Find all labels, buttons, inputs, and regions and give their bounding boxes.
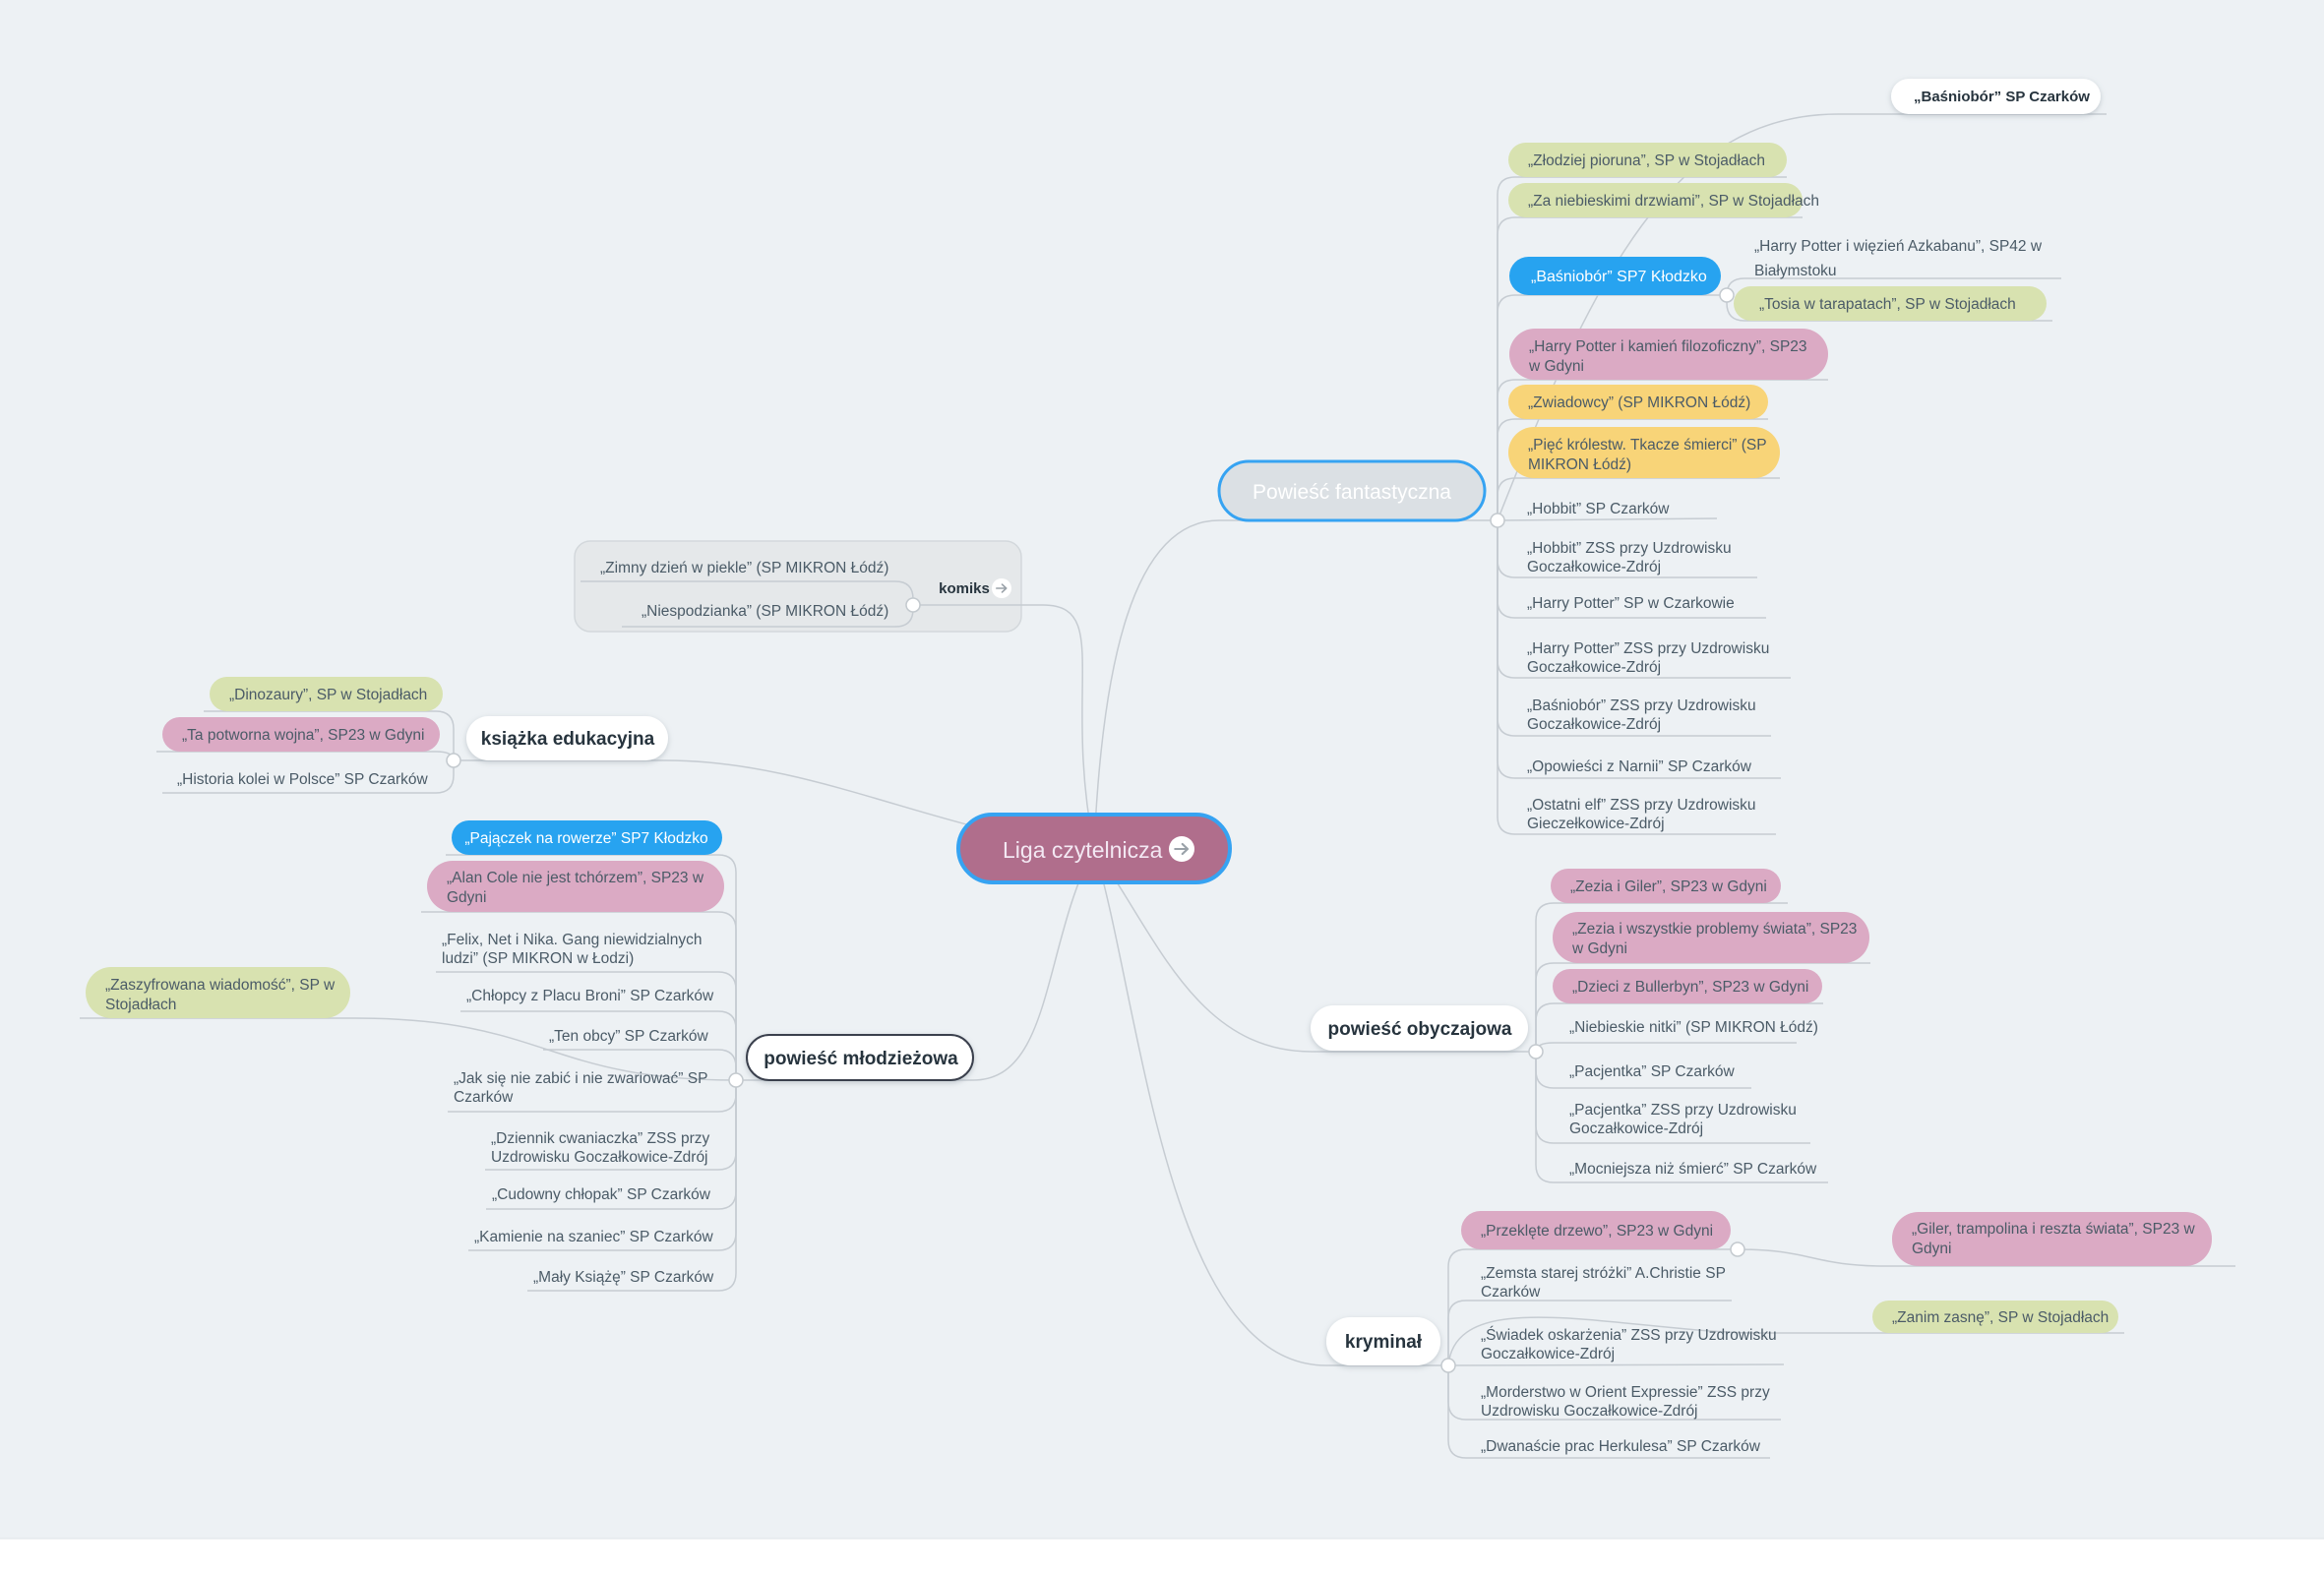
svg-text:Goczałkowice-Zdrój: Goczałkowice-Zdrój <box>1527 716 1661 733</box>
svg-text:„Felix, Net i Nika. Gang niewi: „Felix, Net i Nika. Gang niewidzialnych <box>442 932 702 948</box>
svg-text:„Harry Potter” SP w Czarkowie: „Harry Potter” SP w Czarkowie <box>1527 595 1735 612</box>
svg-text:Gieczełkowice-Zdrój: Gieczełkowice-Zdrój <box>1527 816 1665 832</box>
svg-text:w Gdyni: w Gdyni <box>1528 358 1584 375</box>
svg-text:„Zimny dzień w piekle” (SP MIK: „Zimny dzień w piekle” (SP MIKRON Łódź) <box>600 560 888 576</box>
svg-text:ludzi” (SP MIKRON w Łodzi): ludzi” (SP MIKRON w Łodzi) <box>442 950 634 967</box>
svg-text:„Jak się nie zabić i nie zwari: „Jak się nie zabić i nie zwariować” SP <box>454 1070 707 1087</box>
svg-text:MIKRON Łódź): MIKRON Łódź) <box>1528 456 1631 473</box>
svg-text:Stojadłach: Stojadłach <box>105 997 176 1013</box>
svg-text:książka edukacyjna: książka edukacyjna <box>481 729 655 750</box>
svg-text:„Harry Potter” ZSS przy Uzdrow: „Harry Potter” ZSS przy Uzdrowisku <box>1527 640 1769 657</box>
svg-text:Liga czytelnicza: Liga czytelnicza <box>1003 837 1163 863</box>
svg-text:„Świadek oskarżenia” ZSS przy: „Świadek oskarżenia” ZSS przy Uzdrowisku <box>1481 1326 1777 1344</box>
svg-text:powieść młodzieżowa: powieść młodzieżowa <box>764 1049 958 1069</box>
svg-text:„Zezia i wszystkie problemy św: „Zezia i wszystkie problemy świata”, SP2… <box>1572 921 1857 938</box>
svg-text:Czarków: Czarków <box>1481 1284 1541 1301</box>
svg-text:„Baśniobór” SP Czarków: „Baśniobór” SP Czarków <box>1914 89 2090 105</box>
svg-text:Goczałkowice-Zdrój: Goczałkowice-Zdrój <box>1481 1346 1615 1362</box>
svg-text:„Za niebieskimi drzwiami”, SP: „Za niebieskimi drzwiami”, SP w Stojadła… <box>1528 193 1819 210</box>
svg-text:„Dzieci z Bullerbyn”, SP23 w G: „Dzieci z Bullerbyn”, SP23 w Gdyni <box>1572 979 1808 996</box>
svg-text:„Ta potworna wojna”, SP23 w Gd: „Ta potworna wojna”, SP23 w Gdyni <box>182 727 424 744</box>
svg-text:„Zezia i Giler”, SP23 w Gdyni: „Zezia i Giler”, SP23 w Gdyni <box>1570 878 1767 895</box>
svg-text:„Pięć królestw. Tkacze śmierci: „Pięć królestw. Tkacze śmierci” (SP <box>1528 437 1767 454</box>
svg-text:„Pacjentka” SP Czarków: „Pacjentka” SP Czarków <box>1569 1063 1735 1080</box>
svg-text:„Pacjentka” ZSS przy Uzdrowisk: „Pacjentka” ZSS przy Uzdrowisku <box>1569 1102 1797 1119</box>
svg-text:Białymstoku: Białymstoku <box>1754 263 1837 279</box>
svg-text:„Historia kolei w Polsce” SP C: „Historia kolei w Polsce” SP Czarków <box>177 771 428 788</box>
svg-text:„Giler, trampolina i reszta św: „Giler, trampolina i reszta świata”, SP2… <box>1912 1221 2196 1238</box>
svg-text:Goczałkowice-Zdrój: Goczałkowice-Zdrój <box>1569 1120 1703 1137</box>
svg-text:Czarków: Czarków <box>454 1089 514 1106</box>
svg-text:„Harry Potter i więzień Azkaba: „Harry Potter i więzień Azkabanu”, SP42 … <box>1754 238 2043 255</box>
svg-text:w Gdyni: w Gdyni <box>1571 940 1627 957</box>
svg-text:„Cudowny chłopak” SP Czarków: „Cudowny chłopak” SP Czarków <box>492 1186 711 1203</box>
svg-text:Powieść fantastyczna: Powieść fantastyczna <box>1253 481 1451 504</box>
svg-text:„Zanim zasnę”, SP w Stojadłach: „Zanim zasnę”, SP w Stojadłach <box>1892 1309 2109 1326</box>
svg-text:Gdyni: Gdyni <box>1912 1241 1952 1257</box>
svg-text:„Kamienie na szaniec” SP Czark: „Kamienie na szaniec” SP Czarków <box>474 1229 713 1245</box>
svg-text:„Złodziej pioruna”, SP w Stoja: „Złodziej pioruna”, SP w Stojadłach <box>1528 152 1765 169</box>
svg-text:komiks: komiks <box>939 580 990 597</box>
svg-text:„Mały Książę” SP Czarków: „Mały Książę” SP Czarków <box>533 1269 714 1286</box>
svg-text:Goczałkowice-Zdrój: Goczałkowice-Zdrój <box>1527 559 1661 575</box>
svg-text:„Ten obcy” SP Czarków: „Ten obcy” SP Czarków <box>549 1028 708 1045</box>
svg-text:„Niespodzianka” (SP MIKRON Łód: „Niespodzianka” (SP MIKRON Łódź) <box>642 603 888 620</box>
svg-text:„Harry Potter i kamień filozof: „Harry Potter i kamień filozoficzny”, SP… <box>1529 338 1807 355</box>
svg-text:„Dinozaury”, SP w Stojadłach: „Dinozaury”, SP w Stojadłach <box>229 687 427 703</box>
svg-text:„Niebieskie nitki” (SP MIKRON: „Niebieskie nitki” (SP MIKRON Łódź) <box>1569 1019 1818 1036</box>
svg-text:„Dziennik cwaniaczka” ZSS przy: „Dziennik cwaniaczka” ZSS przy <box>491 1130 709 1147</box>
svg-text:„Mocniejsza niż śmierć” SP Cza: „Mocniejsza niż śmierć” SP Czarków <box>1569 1161 1817 1178</box>
svg-text:„Tosia w tarapatach”, SP w Sto: „Tosia w tarapatach”, SP w Stojadłach <box>1759 296 2016 313</box>
svg-text:kryminał: kryminał <box>1345 1332 1423 1353</box>
svg-text:„Ostatni elf” ZSS przy Uzdrowi: „Ostatni elf” ZSS przy Uzdrowisku <box>1527 797 1756 814</box>
svg-text:„Zaszyfrowana wiadomość”, SP w: „Zaszyfrowana wiadomość”, SP w <box>105 977 336 994</box>
svg-text:„Przeklęte drzewo”, SP23 w Gdy: „Przeklęte drzewo”, SP23 w Gdyni <box>1481 1223 1713 1240</box>
svg-text:Uzdrowisku Goczałkowice-Zdrój: Uzdrowisku Goczałkowice-Zdrój <box>1481 1403 1698 1420</box>
svg-text:„Zemsta starej stróżki” A.Chri: „Zemsta starej stróżki” A.Christie SP <box>1481 1265 1726 1282</box>
svg-text:„Hobbit” SP Czarków: „Hobbit” SP Czarków <box>1527 501 1670 517</box>
svg-text:powieść obyczajowa: powieść obyczajowa <box>1328 1019 1512 1040</box>
svg-text:Gdyni: Gdyni <box>447 889 487 906</box>
svg-text:„Alan Cole nie jest tchórzem”,: „Alan Cole nie jest tchórzem”, SP23 w <box>447 870 704 886</box>
svg-text:„Baśniobór” SP7 Kłodzko: „Baśniobór” SP7 Kłodzko <box>1531 269 1707 285</box>
svg-text:„Morderstwo w Orient Expressie: „Morderstwo w Orient Expressie” ZSS przy <box>1481 1384 1770 1401</box>
svg-text:Uzdrowisku Goczałkowice-Zdrój: Uzdrowisku Goczałkowice-Zdrój <box>491 1149 708 1166</box>
svg-text:„Baśniobór” ZSS przy Uzdrowisk: „Baśniobór” ZSS przy Uzdrowisku <box>1527 697 1756 714</box>
svg-text:„Hobbit” ZSS przy Uzdrowisku: „Hobbit” ZSS przy Uzdrowisku <box>1527 540 1732 557</box>
svg-text:„Opowieści z Narnii” SP Czarkó: „Opowieści z Narnii” SP Czarków <box>1527 758 1752 775</box>
svg-text:„Zwiadowcy” (SP MIKRON Łódź): „Zwiadowcy” (SP MIKRON Łódź) <box>1528 394 1750 411</box>
svg-text:„Chłopcy z Placu Broni” SP Cza: „Chłopcy z Placu Broni” SP Czarków <box>466 988 714 1004</box>
svg-text:„Dwanaście prac Herkulesa” SP: „Dwanaście prac Herkulesa” SP Czarków <box>1481 1438 1761 1455</box>
svg-text:Goczałkowice-Zdrój: Goczałkowice-Zdrój <box>1527 659 1661 676</box>
svg-text:„Pajączek na rowerze” SP7 Kłod: „Pajączek na rowerze” SP7 Kłodzko <box>464 830 707 847</box>
